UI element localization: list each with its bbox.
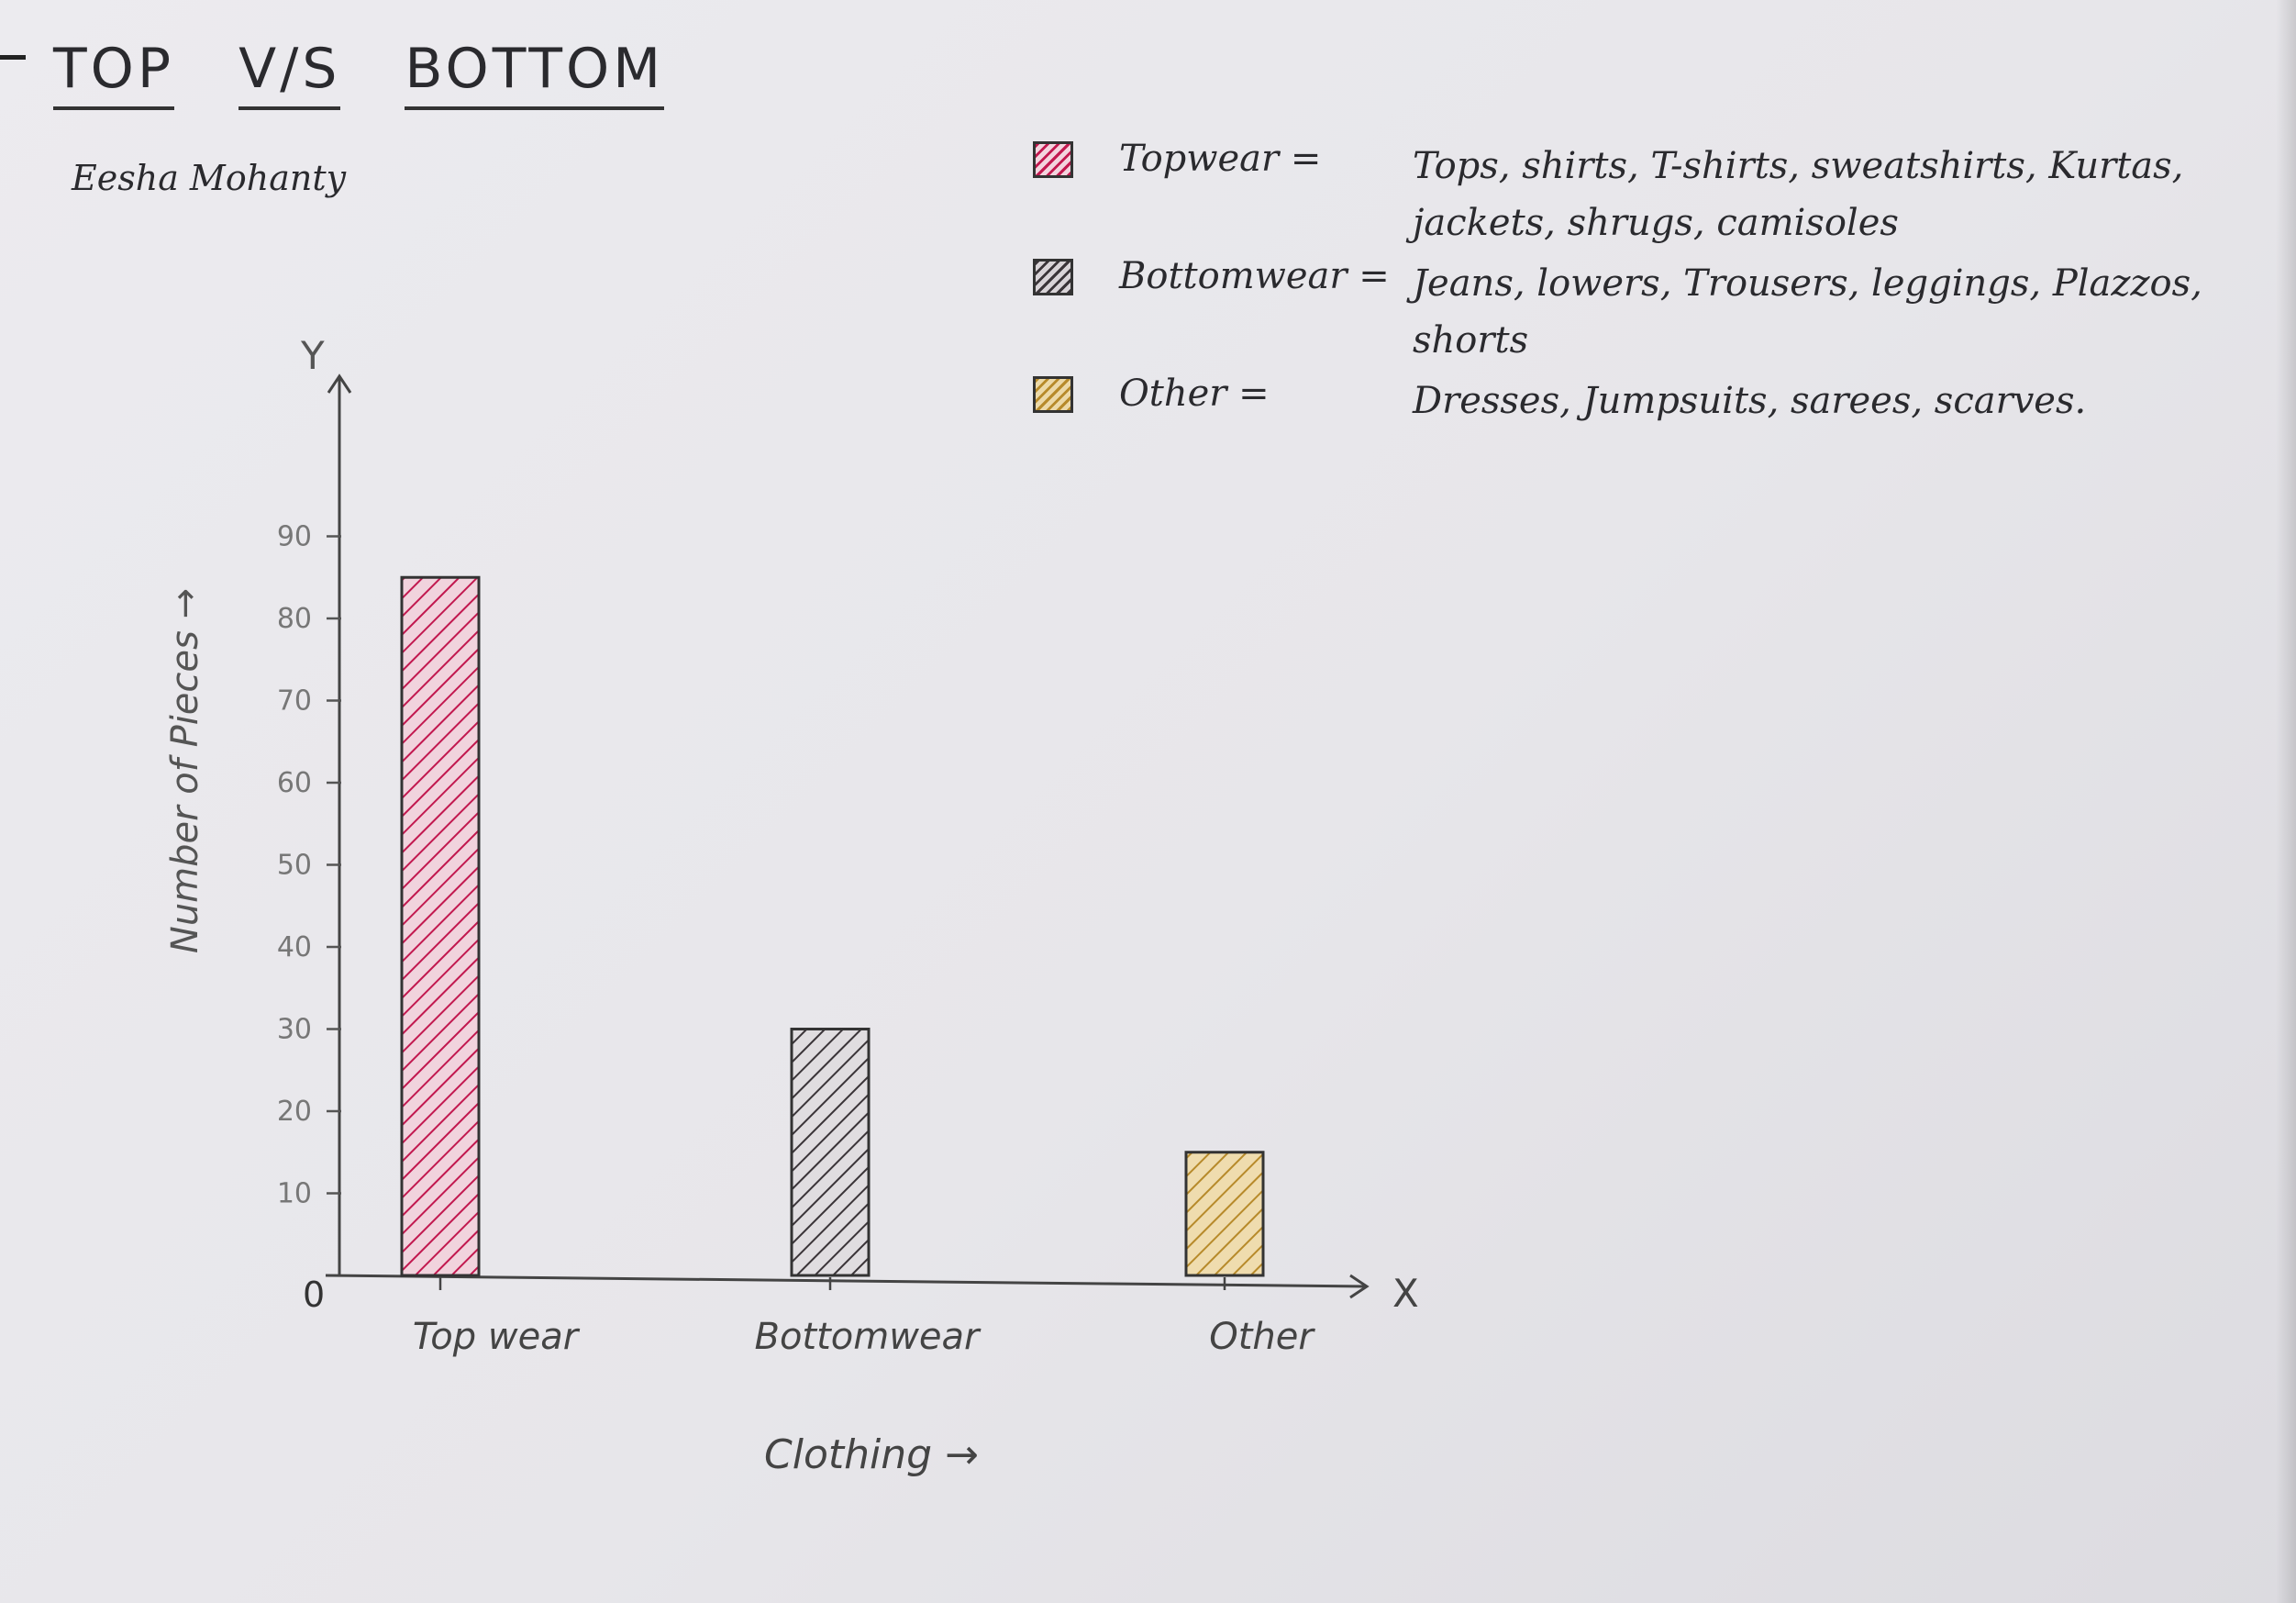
- y-tick-label: 60: [277, 767, 312, 799]
- y-tick-label: 90: [277, 521, 312, 553]
- legend-item-other: Other = Dresses, Jumpsuits, sarees, scar…: [1027, 363, 2275, 437]
- page-title: TOP V/S BOTTOM: [53, 37, 728, 110]
- y-tick-label: 50: [277, 850, 312, 882]
- legend-label-bottomwear: Bottomwear =: [1119, 255, 1390, 297]
- page-edge-shadow: [2276, 0, 2296, 1603]
- x-axis-letter: X: [1392, 1271, 1419, 1316]
- y-ticks: 10 20 30 40 50 60 70 80 90: [277, 521, 1226, 1290]
- legend-swatch-topwear: [1033, 141, 1073, 178]
- y-axis-letter: Y: [300, 333, 325, 378]
- title-part-1: TOP: [53, 37, 175, 110]
- y-tick-label: 10: [277, 1178, 312, 1210]
- title-part-3: BOTTOM: [405, 37, 664, 110]
- bar-other: [1184, 1151, 1265, 1277]
- bars: [400, 575, 1265, 1277]
- y-tick-label: 40: [277, 931, 312, 963]
- y-tick-label: 70: [277, 685, 312, 718]
- x-axis-title: Clothing →: [764, 1431, 979, 1478]
- legend-item-bottomwear: Bottomwear = Jeans, lowers, Trousers, le…: [1027, 246, 2275, 362]
- origin-label: 0: [303, 1275, 325, 1315]
- legend-swatch-bottomwear: [1033, 259, 1073, 295]
- corner-mark: [0, 55, 26, 60]
- x-tick-label: Other: [1209, 1316, 1315, 1358]
- chart-axes: [325, 373, 1370, 1299]
- x-tick-label: Top wear: [413, 1316, 581, 1358]
- legend-label-other: Other =: [1119, 373, 1270, 415]
- x-axis-arrow: [1349, 1274, 1370, 1299]
- legend-desc-other: Dresses, Jumpsuits, sarees, scarves.: [1413, 380, 2087, 422]
- title-part-2: V/S: [238, 37, 341, 110]
- x-axis-line: [325, 1274, 1368, 1288]
- y-tick-label: 80: [277, 603, 312, 635]
- bar-top-wear: [400, 575, 481, 1277]
- author-name: Eesha Mohanty: [72, 158, 347, 198]
- legend-label-topwear: Topwear =: [1119, 138, 1322, 180]
- y-tick-label: 20: [277, 1096, 312, 1128]
- legend-item-topwear: Topwear = Tops, shirts, T-shirts, sweats…: [1027, 128, 2275, 244]
- y-axis-arrow: [327, 373, 352, 394]
- y-tick-label: 30: [277, 1014, 312, 1046]
- legend-swatch-other: [1033, 376, 1073, 413]
- x-tick-label: Bottomwear: [755, 1316, 982, 1358]
- legend-desc-bottomwear: Jeans, lowers, Trousers, leggings, Plazz…: [1413, 262, 2202, 362]
- legend-desc-topwear: Tops, shirts, T-shirts, sweatshirts, Kur…: [1413, 145, 2184, 244]
- bar-bottomwear: [790, 1028, 871, 1277]
- legend: Topwear = Tops, shirts, T-shirts, sweats…: [1027, 128, 2275, 481]
- y-axis-title: Number of Pieces →: [164, 588, 206, 953]
